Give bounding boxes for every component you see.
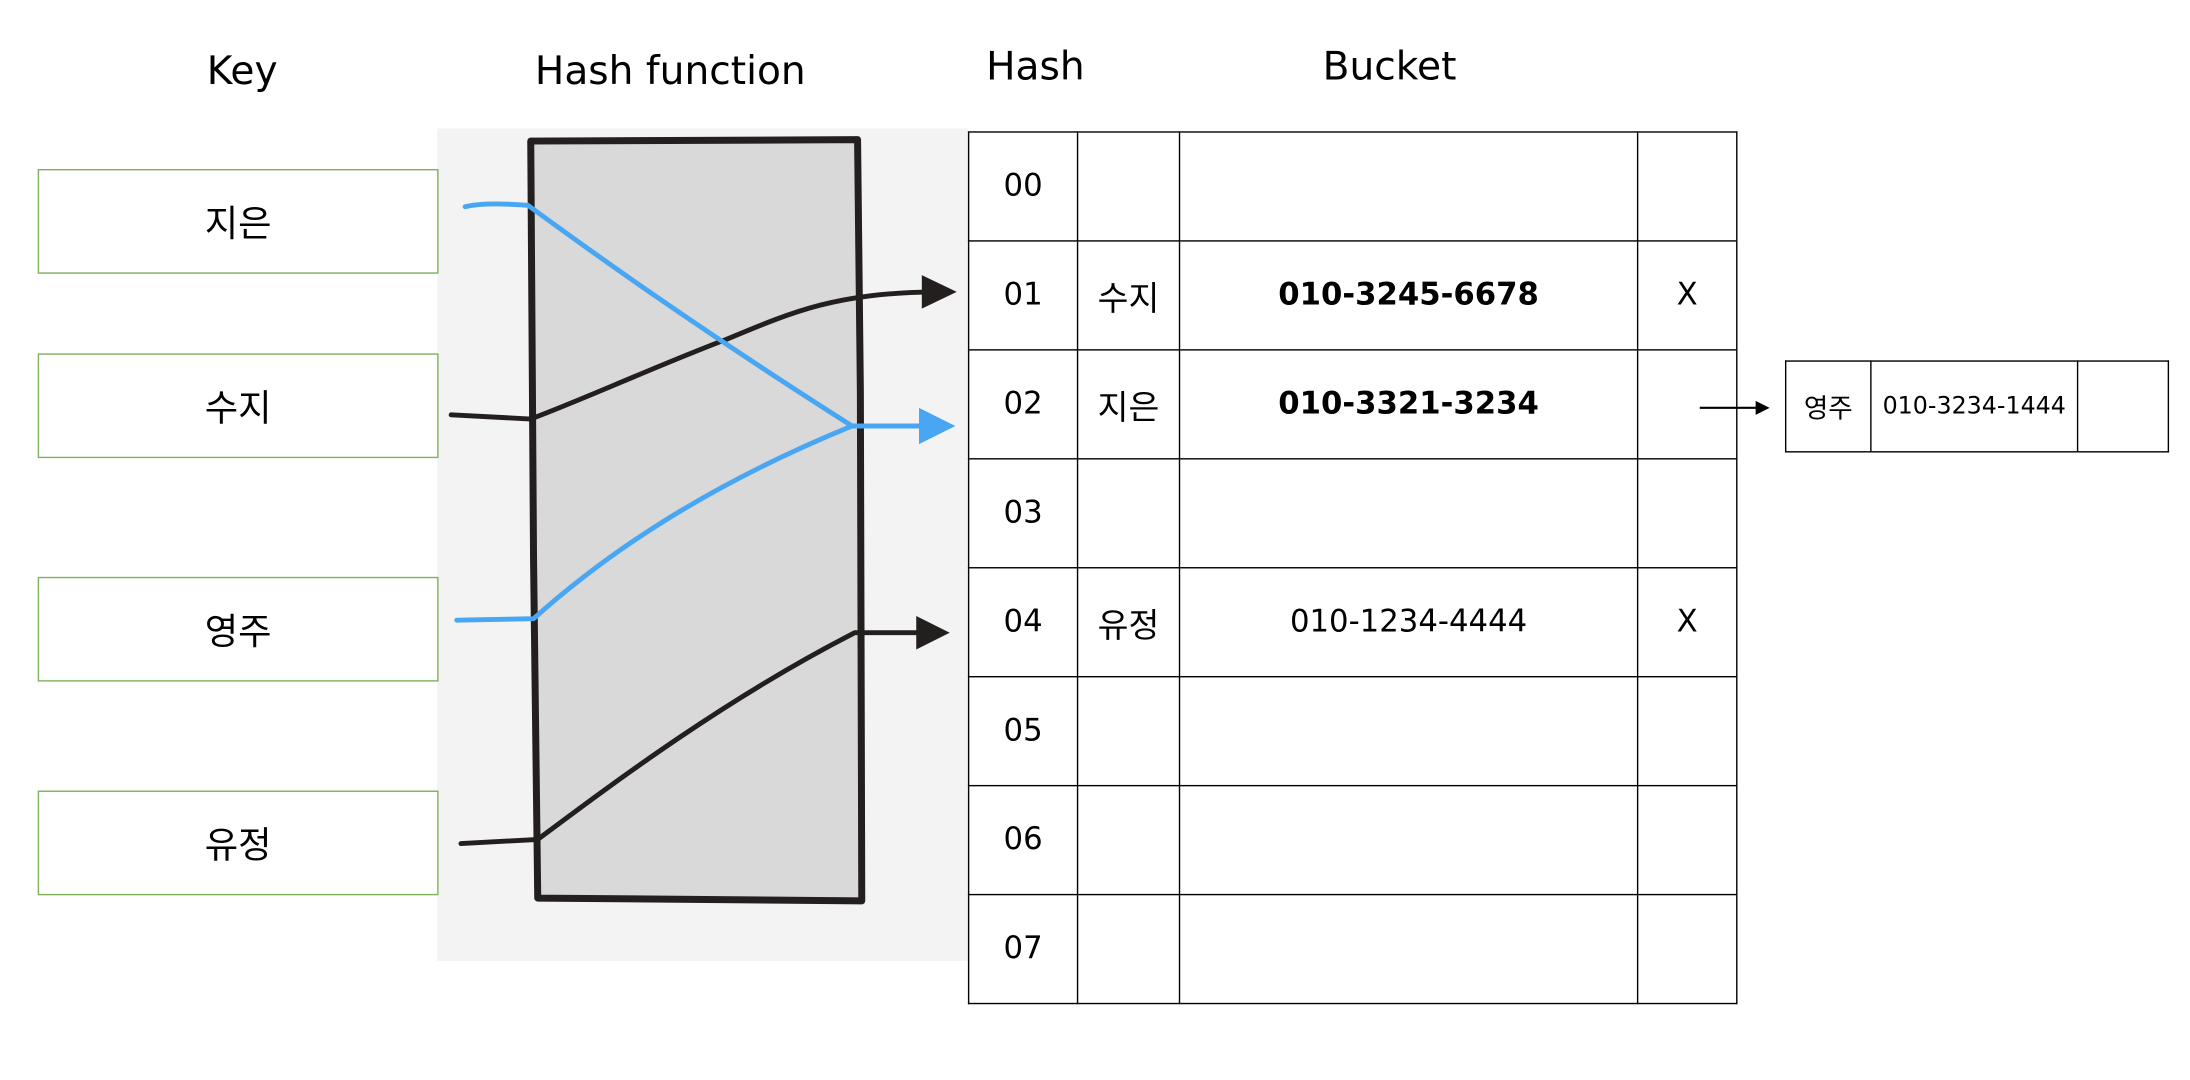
bucket-key-cell: 지은 xyxy=(1076,349,1181,460)
arrow-yujeong-to-04 xyxy=(458,630,928,847)
bucket-value-cell xyxy=(1178,458,1639,569)
bucket-next-cell xyxy=(1636,784,1738,896)
bucket-row: 00 xyxy=(967,131,1738,242)
key-box-yujeong: 유정 xyxy=(37,790,439,896)
bucket-row: 06 xyxy=(967,784,1738,896)
bucket-hash-cell: 02 xyxy=(967,349,1079,460)
bucket-value-cell xyxy=(1178,893,1639,1005)
bucket-next-cell: X xyxy=(1636,567,1738,678)
key-header: Key xyxy=(206,47,278,94)
bucket-value-cell xyxy=(1178,131,1639,242)
bucket-key-cell xyxy=(1076,893,1181,1005)
bucket-hash-cell: 05 xyxy=(967,676,1079,787)
bucket-next-cell xyxy=(1636,893,1738,1005)
bucket-hash-cell: 01 xyxy=(967,240,1079,351)
bucket-next-cell xyxy=(1636,349,1738,460)
hash-header: Hash xyxy=(986,43,1085,90)
arrow-yujeong-to-04-head xyxy=(916,615,950,650)
bucket-hash-cell: 00 xyxy=(967,131,1079,242)
bucket-hash-cell: 03 xyxy=(967,458,1079,569)
arrow-jieun-to-02 xyxy=(462,201,855,429)
bucket-value-cell: 010-3245-6678 xyxy=(1178,240,1639,351)
key-box-suji: 수지 xyxy=(37,353,439,459)
bucket-hash-cell: 07 xyxy=(967,893,1079,1005)
arrow-suji-to-01-head xyxy=(921,275,957,309)
key-box-jieun: 지은 xyxy=(37,169,439,274)
bucket-key-cell xyxy=(1076,676,1181,787)
chained-entry: 영주 010-3234-1444 xyxy=(1784,360,2170,453)
bucket-header: Bucket xyxy=(1322,43,1457,90)
bucket-row: 05 xyxy=(967,676,1738,787)
bucket-hash-cell: 06 xyxy=(967,784,1079,896)
bucket-value-cell: 010-1234-4444 xyxy=(1178,567,1639,678)
bucket-row: 07 xyxy=(967,893,1738,1005)
bucket-hash-cell: 04 xyxy=(967,567,1079,678)
bucket-next-cell: X xyxy=(1636,240,1738,351)
bucket-next-cell xyxy=(1636,131,1738,242)
bucket-key-cell xyxy=(1076,784,1181,896)
arrow-youngju-to-02 xyxy=(454,423,930,623)
bucket-value-cell: 010-3321-3234 xyxy=(1178,349,1639,460)
chained-entry-next xyxy=(2076,360,2170,453)
hash-function-header: Hash function xyxy=(534,47,806,94)
bucket-row: 03 xyxy=(967,458,1738,569)
bucket-value-cell xyxy=(1178,676,1639,787)
bucket-next-cell xyxy=(1636,676,1738,787)
bucket-key-cell xyxy=(1076,458,1181,569)
chained-entry-key: 영주 xyxy=(1784,360,1872,453)
bucket-key-cell: 수지 xyxy=(1076,240,1181,351)
chained-entry-value: 010-3234-1444 xyxy=(1870,360,2079,453)
chain-pointer-arrow-head xyxy=(1755,400,1770,415)
bucket-value-cell xyxy=(1178,784,1639,896)
bucket-next-cell xyxy=(1636,458,1738,569)
bucket-key-cell xyxy=(1076,131,1181,242)
bucket-key-cell: 유정 xyxy=(1076,567,1181,678)
arrow-suji-to-01 xyxy=(448,289,936,422)
hash-function-box xyxy=(527,136,866,905)
chained-entry-row: 영주 010-3234-1444 xyxy=(1784,360,2170,453)
key-box-youngju: 영주 xyxy=(37,576,439,682)
arrow-02-head xyxy=(919,407,956,445)
